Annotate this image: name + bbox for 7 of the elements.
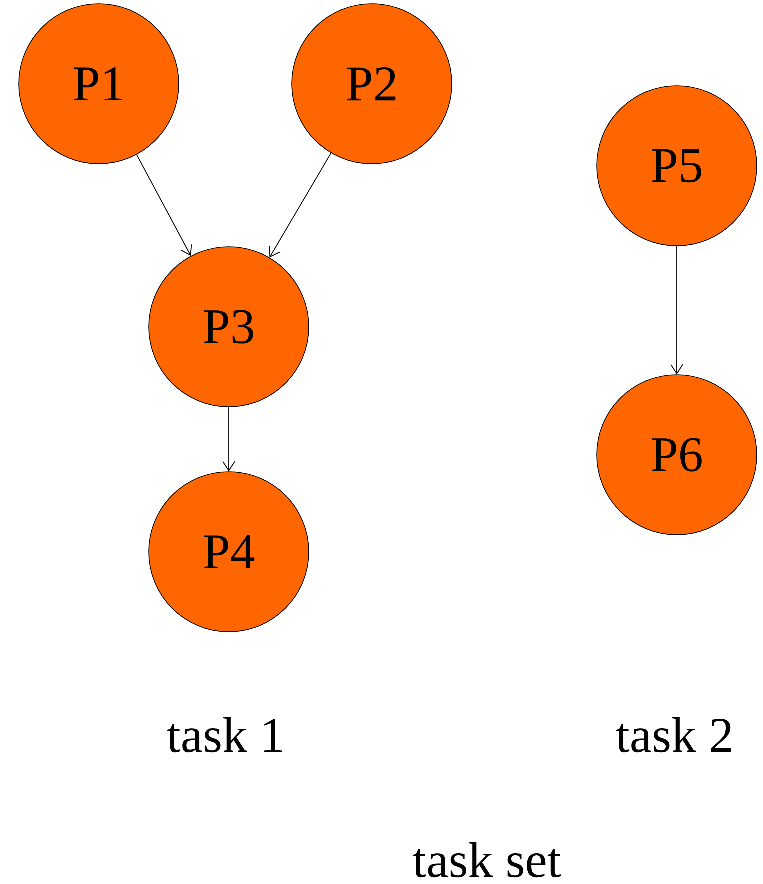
arrow bbox=[670, 246, 684, 375]
arrow bbox=[269, 152, 332, 258]
caption-text: task set bbox=[413, 842, 561, 878]
arrow bbox=[222, 406, 236, 472]
caption-text: task 1 bbox=[167, 717, 282, 753]
caption-text: task 2 bbox=[616, 717, 732, 753]
arrow bbox=[136, 154, 192, 256]
